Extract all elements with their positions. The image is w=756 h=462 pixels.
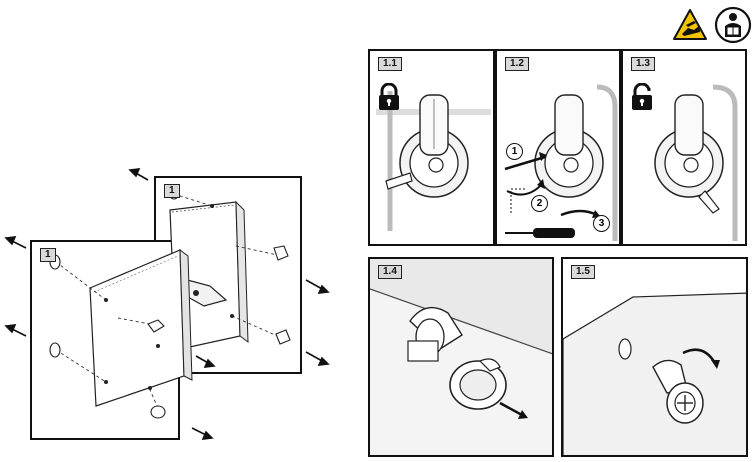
step-marker: 3 (593, 215, 610, 232)
step-label: 1.2 (505, 57, 529, 71)
overview-exploded-illustration (4, 168, 330, 440)
step-panel-1-2: 1.2 1 2 3 (495, 49, 621, 246)
step-marker: 2 (531, 195, 548, 212)
step-label: 1.3 (631, 57, 655, 71)
screwdriver-icon (505, 228, 575, 238)
step-panel-1-4: 1.4 (368, 257, 554, 457)
step-panel-1-3: 1.3 (621, 49, 747, 246)
step-marker: 1 (506, 143, 523, 160)
lock-closed-icon (376, 83, 402, 111)
step-panel-1-5: 1.5 (561, 257, 748, 457)
lock-open-icon (629, 83, 655, 111)
step-label: 1.1 (378, 57, 402, 71)
step-panel-1-1: 1.1 (368, 49, 495, 246)
panel-front-label: 1 (40, 248, 56, 262)
step-label: 1.5 (571, 265, 595, 279)
panel-back-label: 1 (164, 184, 180, 198)
step-label: 1.4 (378, 265, 402, 279)
hand-crush-warning-icon (672, 8, 708, 42)
read-manual-icon (714, 6, 752, 44)
